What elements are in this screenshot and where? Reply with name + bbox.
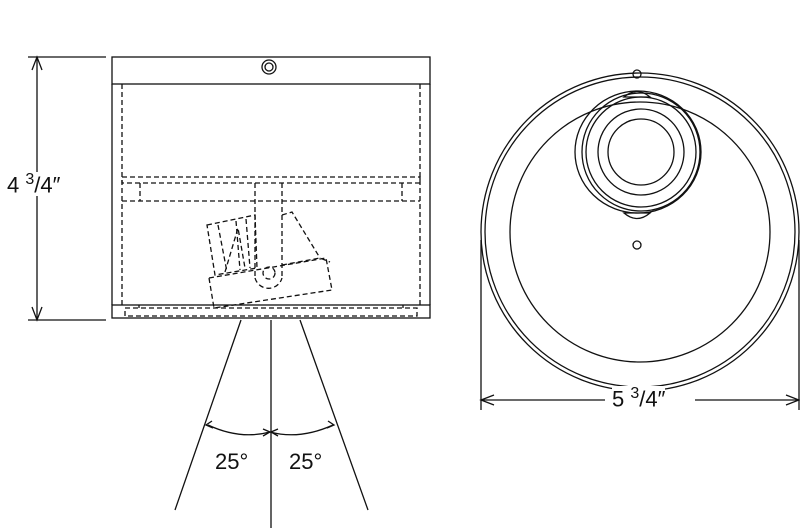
front-view [479,69,800,410]
screw-bottom [632,240,642,250]
width-dimension-label: 5 3/4″ [612,385,666,412]
height-fraction-den: 4 [40,172,53,198]
width-unit: ″ [657,386,666,412]
top-cap [111,56,431,85]
width-fraction-num: 3 [630,385,640,402]
outer-trim [480,72,800,392]
height-whole: 4 [7,172,20,198]
lens [607,118,675,186]
base-trim [111,304,431,319]
beam-right-line [299,319,369,511]
height-fraction-num: 3 [25,171,35,188]
screw-top [632,69,642,79]
width-whole: 5 [612,386,625,412]
width-fraction-den: 4 [645,386,658,412]
side-view [28,55,431,528]
inner-aperture [509,101,771,363]
height-unit: ″ [52,172,61,198]
hidden-lines [121,84,421,317]
height-dimension-label: 4 3/4″ [7,171,61,198]
angle-left-label: 25° [215,449,249,474]
angle-right-label: 25° [289,449,323,474]
top-screw [261,59,277,75]
beam-left-line [174,319,242,511]
